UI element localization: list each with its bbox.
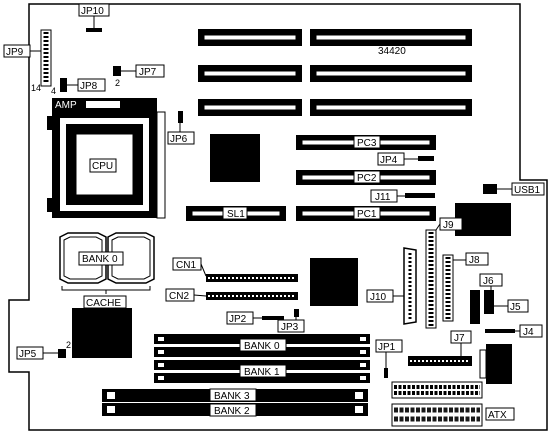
- chipset-chip-2: [310, 258, 358, 306]
- label-jp5: JP5: [19, 349, 37, 360]
- pin-label-2-jp7: 2: [115, 78, 120, 88]
- pin-label-2-jp5: 2: [66, 340, 71, 350]
- label-j6: J6: [483, 276, 494, 287]
- label-amp: AMP: [55, 100, 77, 111]
- label-cn1: CN1: [176, 260, 196, 271]
- port-block-right: [486, 344, 512, 384]
- label-jp6: JP6: [170, 134, 188, 145]
- header-jp6: [178, 111, 183, 123]
- label-dimm-bank3: BANK 3: [214, 391, 250, 402]
- header-j6: [470, 290, 480, 324]
- label-cn2: CN2: [169, 291, 189, 302]
- header-jp7: [113, 66, 121, 76]
- label-jp1: JP1: [378, 342, 396, 353]
- top-slots: [198, 29, 472, 116]
- label-simm-bank1: BANK 1: [244, 367, 280, 378]
- cache-chip: [72, 308, 132, 358]
- header-jp1: [384, 368, 388, 378]
- chipset-chip-1: [210, 134, 260, 182]
- label-pc3: PC3: [357, 138, 377, 149]
- board-id-text: 34420: [378, 46, 406, 57]
- label-j10: J10: [370, 292, 387, 303]
- header-jp4: [418, 156, 434, 161]
- header-j11: [405, 193, 435, 198]
- label-jp10: JP10: [81, 6, 104, 17]
- label-jp3: JP3: [281, 322, 299, 333]
- label-atx: ATX: [488, 410, 507, 421]
- label-j8: J8: [469, 255, 480, 266]
- header-jp5: [58, 349, 66, 358]
- label-jp2: JP2: [229, 314, 247, 325]
- label-jp4: JP4: [380, 155, 398, 166]
- pin-label-4: 4: [51, 86, 56, 96]
- label-j11: J11: [375, 192, 391, 203]
- header-j9: [425, 229, 437, 329]
- label-cpu: CPU: [92, 161, 113, 172]
- label-j5: J5: [510, 302, 521, 313]
- header-j4: [485, 329, 515, 333]
- label-simm-bank0: BANK 0: [244, 341, 280, 352]
- header-jp10: [86, 28, 102, 32]
- label-pc2: PC2: [357, 173, 377, 184]
- pin-label-14: 14: [31, 83, 41, 93]
- label-jp7: JP7: [139, 67, 157, 78]
- atx-power-connector: [391, 381, 483, 427]
- label-jp9: JP9: [6, 47, 24, 58]
- label-j7: J7: [454, 333, 465, 344]
- simm-slot-2: [154, 347, 370, 357]
- header-jp8: [60, 78, 67, 92]
- io-chip: [455, 203, 511, 236]
- header-usb1: [483, 184, 497, 194]
- label-pc1: PC1: [357, 209, 377, 220]
- header-jp3: [294, 309, 299, 317]
- label-usb1: USB1: [514, 185, 541, 196]
- header-jp2: [262, 316, 284, 320]
- label-sl1: SL1: [227, 209, 245, 220]
- label-bank0-cache: BANK 0: [82, 254, 118, 265]
- label-j9: J9: [443, 220, 454, 231]
- label-cache: CACHE: [86, 298, 121, 309]
- label-dimm-bank2: BANK 2: [214, 406, 250, 417]
- simm-slot-4: [154, 373, 370, 383]
- label-j4: J4: [523, 327, 534, 338]
- header-j8: [442, 254, 454, 322]
- label-jp8: JP8: [80, 81, 98, 92]
